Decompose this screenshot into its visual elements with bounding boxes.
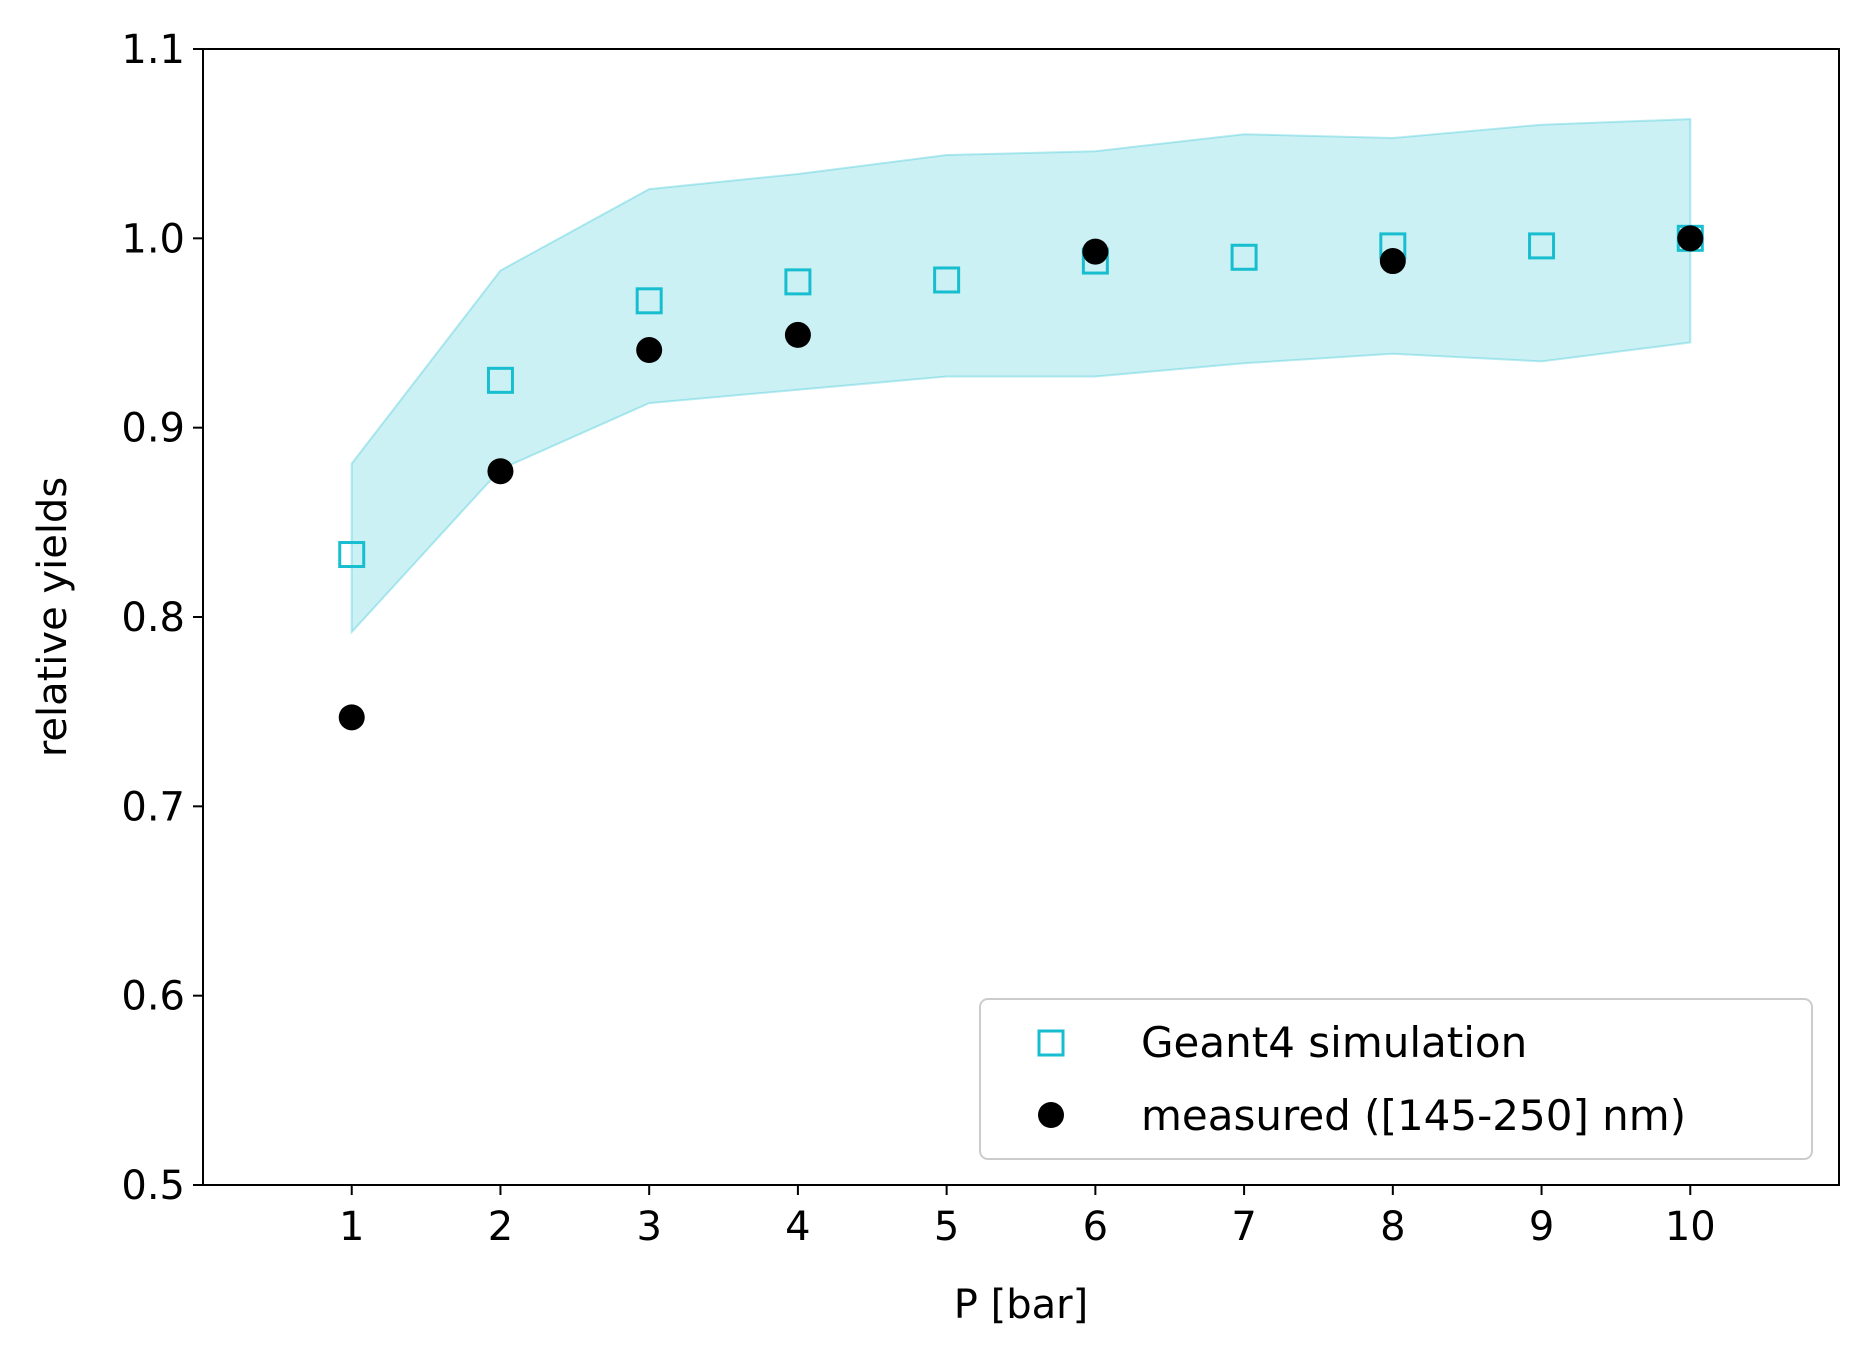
y-tick-label: 1.1: [121, 27, 185, 73]
x-tick-label: 9: [1529, 1204, 1554, 1250]
measured-point: [784, 321, 811, 348]
measured-point: [1379, 248, 1406, 275]
x-axis-title: P [bar]: [954, 1282, 1088, 1328]
x-axis: 1 2 3 4 5 6 7 8 9 10: [339, 1185, 1716, 1250]
x-tick-label: 4: [785, 1204, 810, 1250]
y-tick-label: 0.9: [121, 406, 185, 452]
simulation-point: [784, 268, 812, 296]
legend-circle-marker: [1038, 1102, 1064, 1128]
simulation-point: [1528, 232, 1556, 260]
simulation-point: [635, 287, 663, 315]
y-tick-label: 0.8: [121, 595, 185, 641]
y-axis-title: relative yields: [30, 477, 76, 757]
x-tick-label: 7: [1231, 1204, 1256, 1250]
y-tick-label: 0.5: [121, 1163, 185, 1209]
uncertainty-band-layer: [350, 118, 1692, 635]
x-tick-label: 3: [636, 1204, 661, 1250]
y-axis: 0.5 0.6 0.7 0.8 0.9 1.0 1.1: [121, 27, 203, 1209]
measured-point: [1677, 225, 1704, 252]
legend: Geant4 simulation measured ([145-250] nm…: [979, 998, 1813, 1160]
x-tick-label: 8: [1380, 1204, 1405, 1250]
simulation-point: [486, 366, 514, 394]
measured-point: [636, 337, 663, 364]
uncertainty-band: [350, 118, 1692, 635]
x-tick-label: 6: [1083, 1204, 1108, 1250]
legend-square-marker: [1037, 1029, 1065, 1057]
x-tick-label: 10: [1665, 1204, 1716, 1250]
legend-label-simulation: Geant4 simulation: [1141, 1018, 1527, 1067]
y-tick-label: 0.6: [121, 974, 185, 1020]
y-tick-label: 1.0: [121, 216, 185, 262]
x-tick-label: 1: [339, 1204, 364, 1250]
measured-point: [1082, 238, 1109, 265]
simulation-point: [933, 266, 961, 294]
measured-point: [487, 458, 514, 485]
simulation-point: [338, 541, 366, 569]
simulation-point: [1230, 243, 1258, 271]
x-tick-label: 5: [934, 1204, 959, 1250]
legend-label-measured: measured ([145-250] nm): [1141, 1091, 1686, 1140]
legend-frame: [979, 998, 1813, 1160]
data-marks-layer: [338, 224, 1704, 731]
y-tick-label: 0.7: [121, 784, 185, 830]
x-tick-label: 2: [488, 1204, 513, 1250]
measured-point: [338, 704, 365, 731]
